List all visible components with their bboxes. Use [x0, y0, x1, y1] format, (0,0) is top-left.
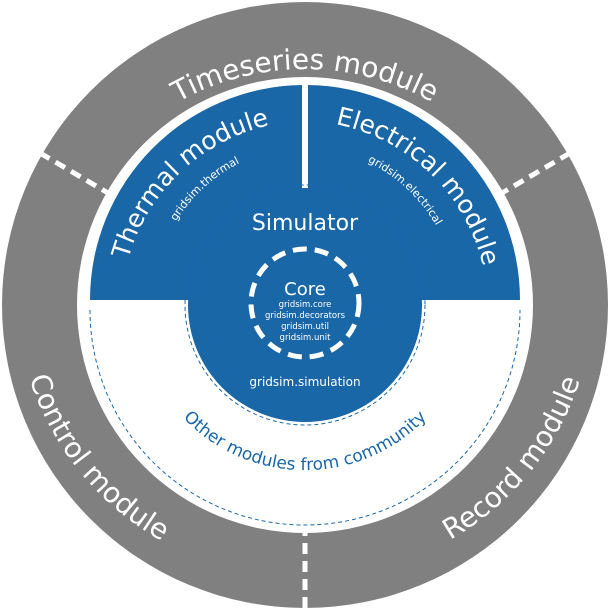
- core-package-label: gridsim.decorators: [265, 311, 346, 321]
- electrical-sector: [308, 85, 520, 300]
- community-inner-boundary: [184, 184, 426, 426]
- separator-top-left: [38, 150, 110, 196]
- thermal-sector: [90, 85, 302, 300]
- simulator-disk: [188, 188, 422, 422]
- simulator-label: Simulator: [252, 211, 359, 236]
- separator-top-right: [500, 150, 572, 196]
- core-boundary: [248, 246, 362, 360]
- core-package-label: gridsim.unit: [280, 333, 332, 343]
- simulation-package-label: gridsim.simulation: [249, 375, 360, 389]
- core-package-label: gridsim.util: [281, 322, 329, 332]
- community-outer-boundary: [89, 309, 521, 526]
- core-label: Core: [284, 279, 326, 300]
- ring-separators: [38, 150, 572, 608]
- core-package-label: gridsim.core: [279, 300, 332, 310]
